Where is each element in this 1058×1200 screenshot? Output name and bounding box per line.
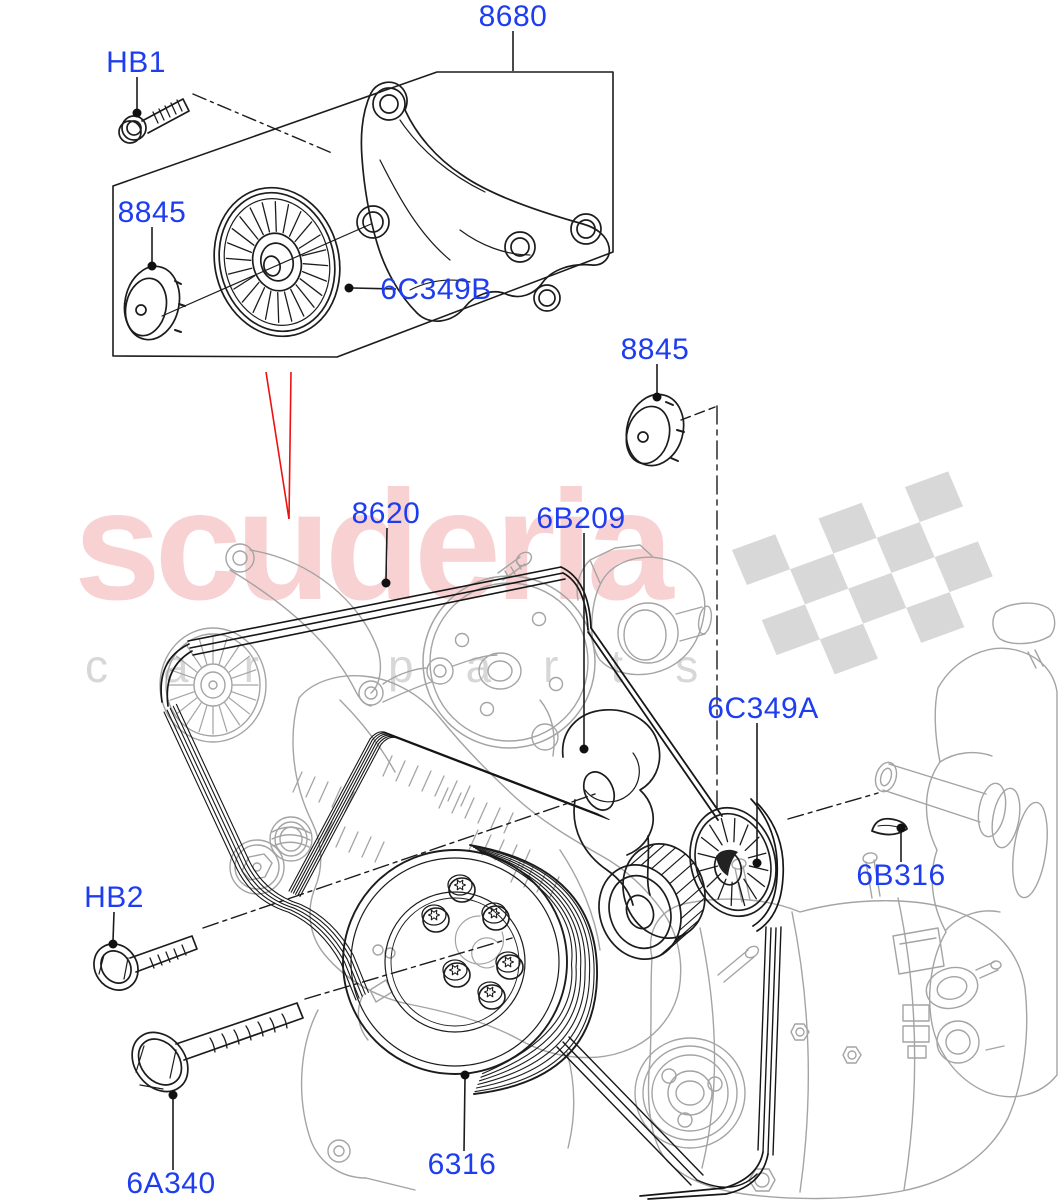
part-label-8845-lower: 8845 bbox=[620, 333, 690, 366]
part-label-8620: 8620 bbox=[351, 497, 421, 530]
part-label-6316: 6316 bbox=[427, 1148, 497, 1181]
part-label-6c349b: 6C349B bbox=[380, 273, 492, 306]
part-label-6c349a: 6C349A bbox=[707, 692, 819, 725]
label-leader-layer bbox=[108, 31, 906, 1170]
watermark-brand: scuderia bbox=[74, 459, 674, 633]
part-label-8845-upper: 8845 bbox=[117, 196, 187, 229]
part-label-8680: 8680 bbox=[478, 0, 548, 33]
part-label-6b316: 6B316 bbox=[856, 859, 946, 892]
part-label-hb2: HB2 bbox=[84, 881, 144, 914]
part-label-6b209: 6B209 bbox=[536, 502, 626, 535]
serviceable-parts-art bbox=[93, 71, 908, 1200]
watermark-tagline-parts: parts bbox=[388, 640, 751, 692]
engine-background-art bbox=[159, 543, 1058, 1200]
watermark-tagline-car: car bbox=[85, 640, 314, 692]
part-label-hb1: HB1 bbox=[106, 46, 166, 79]
checkered-flag-watermark bbox=[732, 471, 993, 675]
part-label-6a340: 6A340 bbox=[126, 1167, 216, 1200]
position-indicator-lines bbox=[265, 371, 292, 520]
